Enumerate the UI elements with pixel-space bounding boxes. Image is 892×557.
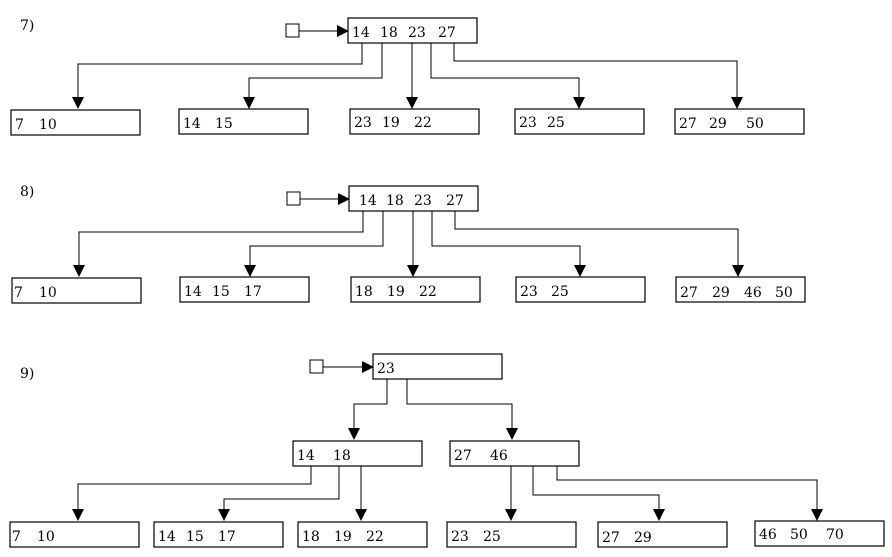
node-key: 14 [183,116,201,132]
node-key: 23 [377,361,395,377]
root-node: 14 18 23 27 [347,17,478,44]
edge-arrow [72,466,312,521]
node-key: 27 [454,448,472,464]
leaf-node: 18 19 22 [350,276,481,303]
node-key: 46 [490,448,508,464]
panel-8: 8) 14 18 23 27 7 10 14 15 17 18 [11,184,806,304]
node-key: 27 [679,116,697,132]
node-key: 19 [387,284,405,300]
node-key: 14 [184,284,202,300]
node-key: 27 [602,530,620,546]
node-key: 18 [302,529,320,545]
edge-arrow [243,43,383,109]
root-pointer-box [286,191,301,206]
node-key: 27 [446,193,464,209]
node-key: 15 [215,116,233,132]
edge-arrow [72,43,363,109]
node-key: 27 [438,25,456,41]
panel-label: 7) [20,18,34,34]
node-key: 10 [37,529,55,545]
edge-arrow [453,43,743,109]
node-key: 14 [359,193,377,209]
root-node: 23 [372,353,503,380]
node-key: 7 [14,285,23,301]
internal-node: 27 46 [449,440,580,467]
node-key: 23 [520,284,538,300]
edge-arrow [556,466,823,521]
leaf-node: 18 19 22 [297,521,428,548]
node-key: 15 [186,529,204,545]
leaf-node: 14 15 17 [153,521,284,548]
node-key: 23 [414,193,432,209]
node-key: 23 [354,115,372,131]
node-key: 46 [759,527,777,543]
node-key: 14 [297,448,315,464]
node-key: 25 [547,115,565,131]
node-key: 10 [39,285,57,301]
leaf-node: 7 10 [9,521,140,548]
node-key: 23 [519,115,537,131]
leaf-node: 27 29 [597,521,728,548]
node-key: 46 [744,285,762,301]
node-key: 14 [158,529,176,545]
node-key: 17 [244,284,262,300]
node-key: 23 [451,529,469,545]
internal-node: 14 18 [292,440,423,467]
node-key: 50 [775,285,793,301]
edge-arrow [406,379,518,440]
edge-arrow [454,211,744,277]
node-key: 18 [355,284,373,300]
edge-arrow [532,466,665,521]
node-key: 18 [386,193,404,209]
node-key: 15 [212,284,230,300]
node-key: 27 [680,285,698,301]
leaf-node: 23 25 [446,521,577,548]
edge-arrow [73,211,364,277]
leaf-node: 23 19 22 [349,108,480,135]
edge-arrow [348,379,388,440]
root-node: 14 18 23 27 [348,185,479,212]
node-key: 18 [333,448,351,464]
node-key: 10 [39,117,57,133]
leaf-node: 23 25 [515,276,646,303]
node-key: 22 [419,284,437,300]
edge-arrow [430,43,585,109]
edge-arrow [244,211,384,277]
node-key: 19 [334,529,352,545]
leaf-node: 23 25 [514,108,645,135]
leaf-node: 14 15 17 [179,276,310,303]
panel-label: 8) [20,184,34,200]
node-key: 14 [352,25,370,41]
leaf-node: 27 29 46 50 [675,276,806,303]
leaf-node: 14 15 [178,108,309,135]
node-key: 50 [790,527,808,543]
edge-arrow [431,211,586,277]
panel-7: 7) 14 18 23 27 7 10 14 15 23 19 [10,17,805,136]
panel-label: 9) [20,366,34,382]
node-key: 23 [408,25,426,41]
node-key: 29 [634,530,652,546]
node-key: 17 [218,529,236,545]
leaf-node: 7 10 [11,277,142,304]
node-key: 29 [709,116,727,132]
node-key: 7 [12,529,21,545]
panel-9: 9) 23 14 18 27 46 7 10 [9,353,885,548]
node-key: 22 [366,529,384,545]
leaf-node: 7 10 [10,109,141,136]
node-key: 7 [15,117,24,133]
node-key: 70 [826,527,844,543]
edge-arrow [218,466,340,521]
node-key: 25 [551,284,569,300]
node-key: 50 [746,116,764,132]
node-key: 29 [712,285,730,301]
node-key: 25 [483,529,501,545]
node-key: 18 [380,25,398,41]
node-key: 22 [414,115,432,131]
leaf-node: 46 50 70 [754,520,885,547]
leaf-node: 27 29 50 [674,108,805,135]
node-key: 19 [382,115,400,131]
root-pointer-box [285,23,300,38]
root-pointer-box [309,359,324,374]
